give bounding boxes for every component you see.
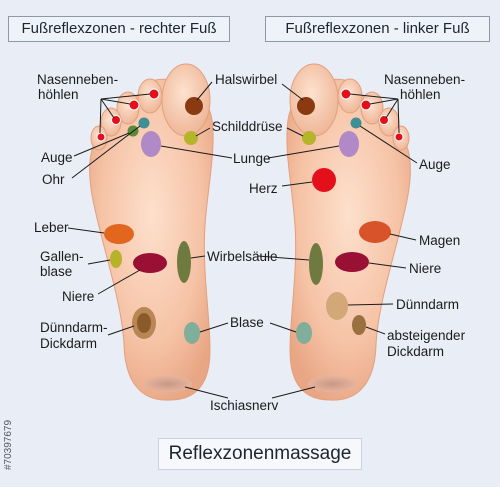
- left-sinus-zone: [340, 88, 352, 100]
- left-kidney-zone: [335, 252, 369, 272]
- label-gallenblase-2: blase: [40, 264, 72, 279]
- right-thyroid-zone: [184, 131, 198, 145]
- left-foot: [286, 63, 411, 401]
- right-big-toe: [161, 63, 211, 137]
- label-schilddruese: Schilddrüse: [212, 119, 283, 134]
- right-ear-zone: [138, 117, 150, 129]
- label-blase: Blase: [230, 315, 264, 330]
- label-absteigender-2: Dickdarm: [387, 344, 444, 359]
- stock-id-text: #70397679: [3, 419, 14, 470]
- label-herz: Herz: [249, 181, 278, 196]
- label-auge-left: Auge: [419, 157, 451, 172]
- left-halswirbel-zone: [297, 97, 315, 115]
- stock-id: #70397679: [3, 370, 15, 470]
- label-leber: Leber: [34, 220, 69, 235]
- left-bladder-zone: [296, 322, 312, 344]
- right-sinus-zone: [148, 88, 160, 100]
- left-sinus-zone: [360, 99, 372, 111]
- label-sinus-left-2: höhlen: [400, 87, 441, 102]
- label-ischiasnerv: Ischiasnerv: [210, 398, 279, 413]
- left-sinus-zone: [394, 132, 404, 142]
- right-halswirbel-zone: [185, 97, 203, 115]
- label-sinus-left: Nasenneben-: [384, 72, 465, 87]
- right-liver-zone: [104, 224, 134, 244]
- label-gallenblase: Gallen-: [40, 249, 84, 264]
- right-foot: [89, 63, 214, 401]
- left-intestine-zone: [326, 292, 348, 320]
- label-niere-left: Niere: [409, 261, 441, 276]
- label-sinus-right: Nasenneben-: [37, 72, 118, 87]
- left-foot-header: Fußreflexzonen - linker Fuß: [265, 16, 490, 42]
- right-sinus-zone: [128, 99, 140, 111]
- right-gallbladder-zone: [110, 250, 122, 268]
- leader-lines: [67, 81, 418, 399]
- label-ohr: Ohr: [42, 172, 65, 187]
- label-duenndarm: Dünndarm: [396, 297, 459, 312]
- caption: Reflexzonenmassage: [158, 438, 362, 470]
- right-foot-header: Fußreflexzonen - rechter Fuß: [8, 16, 230, 42]
- left-spine-zone: [309, 243, 323, 285]
- right-spine-zone: [177, 241, 191, 283]
- right-sciatic-zone: [144, 376, 192, 392]
- right-sinus-zone: [96, 132, 106, 142]
- left-foot-sole: [286, 78, 411, 401]
- label-duenndarm-dickdarm: Dünndarm-: [40, 320, 108, 335]
- left-stomach-zone: [359, 221, 391, 243]
- label-duenndarm-dickdarm-2: Dickdarm: [40, 336, 97, 351]
- left-thyroid-zone: [302, 131, 316, 145]
- right-kidney-zone: [133, 253, 167, 273]
- right-intestine-core: [137, 313, 151, 333]
- label-auge-right: Auge: [41, 150, 73, 165]
- left-heart-zone: [312, 168, 336, 192]
- label-niere-right: Niere: [62, 289, 94, 304]
- label-sinus-right-2: höhlen: [38, 87, 79, 102]
- right-bladder-zone: [184, 322, 200, 344]
- left-lung-zone: [339, 131, 359, 157]
- left-big-toe: [289, 63, 339, 137]
- right-foot-sole: [89, 78, 214, 401]
- left-descending-colon-zone: [352, 315, 366, 335]
- label-absteigender: absteigender: [387, 328, 466, 343]
- right-lung-zone: [141, 131, 161, 157]
- label-wirbelsaeule: Wirbelsäule: [207, 249, 278, 264]
- left-ear-zone: [350, 117, 362, 129]
- label-magen: Magen: [419, 233, 460, 248]
- labels: Nasenneben- höhlen Halswirbel Nasenneben…: [34, 72, 466, 413]
- label-lunge: Lunge: [233, 151, 271, 166]
- label-halswirbel: Halswirbel: [215, 72, 277, 87]
- left-sciatic-zone: [308, 376, 356, 392]
